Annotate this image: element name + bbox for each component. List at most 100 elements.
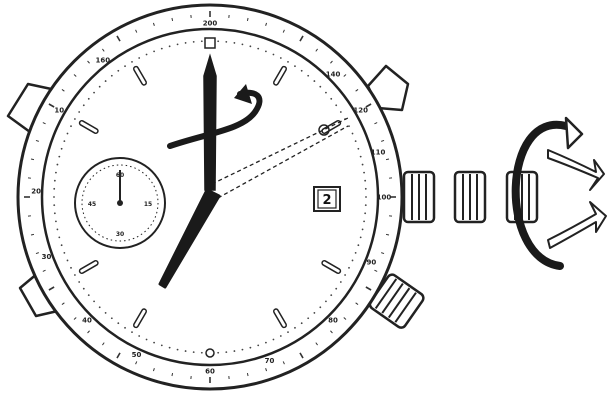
rotate-back-arrow-icon — [548, 202, 606, 248]
crown-position-2[interactable] — [455, 172, 485, 222]
dial-dot — [348, 267, 350, 269]
dial-dot — [301, 70, 303, 72]
dial-dot — [111, 75, 113, 77]
dial-dot — [325, 300, 327, 302]
dial-dot — [161, 48, 163, 50]
bezel-label: 160 — [96, 56, 111, 64]
dial-dot — [280, 57, 282, 59]
date-value: 2 — [322, 193, 331, 208]
dial-dot — [70, 267, 72, 269]
date-window: 2 — [314, 187, 340, 211]
bezel-label: 110 — [371, 148, 386, 156]
dial-dot — [153, 50, 155, 52]
dial-dot — [53, 188, 55, 190]
bezel-label: 100 — [377, 194, 392, 202]
dial-dot — [313, 312, 315, 314]
dial-dot — [177, 44, 179, 46]
dial-dot — [294, 327, 296, 329]
subdial-label-bottom: 30 — [116, 231, 124, 238]
dial-dot — [319, 86, 321, 88]
dial-dot — [234, 42, 236, 44]
bezel-tick — [31, 234, 34, 235]
dial-dot — [273, 54, 275, 56]
dial-dot — [124, 327, 126, 329]
dial-dot — [201, 40, 203, 42]
dial-dot — [193, 351, 195, 353]
dial-dot — [55, 172, 57, 174]
dial-dot — [319, 306, 321, 308]
dial-dot — [352, 260, 354, 262]
dial-dot — [217, 40, 219, 42]
dial-dot — [83, 104, 85, 106]
crown-position-3[interactable] — [507, 172, 537, 222]
dial-dot — [131, 331, 133, 333]
crown-position-1[interactable] — [404, 172, 434, 222]
dial-dot — [301, 322, 303, 324]
bezel-label: 120 — [353, 107, 368, 115]
bezel-label: 140 — [326, 70, 341, 78]
bezel-label: 80 — [328, 317, 338, 325]
dial-dot — [88, 294, 90, 296]
dial-dot — [67, 260, 69, 262]
dial-dot — [53, 196, 55, 198]
dial-dot — [63, 140, 65, 142]
subdial: 60 15 30 45 — [75, 158, 165, 248]
bezel-label: 20 — [31, 187, 41, 195]
dial-dot — [217, 352, 219, 354]
dial-dot — [225, 351, 227, 353]
dial-dot — [363, 221, 365, 223]
dial-dot — [146, 54, 148, 56]
dial-dot — [330, 98, 332, 100]
dial-dot — [169, 45, 171, 47]
dial-dot — [138, 335, 140, 337]
dial-dot — [257, 344, 259, 346]
dial-dot — [54, 212, 56, 214]
bezel-label: 90 — [366, 259, 376, 267]
dial-dot — [335, 288, 337, 290]
dial-dot — [117, 70, 119, 72]
dial-dot — [225, 41, 227, 43]
dial-dot — [348, 125, 350, 127]
dial-dot — [364, 212, 366, 214]
dial-dot — [117, 322, 119, 324]
bezel-label: 60 — [205, 368, 215, 376]
dial-dot — [146, 339, 148, 341]
dial-dot — [265, 50, 267, 52]
dial-dot — [287, 61, 289, 63]
dial-dot — [61, 244, 63, 246]
bezel-tick — [247, 373, 248, 376]
dial-dot — [363, 172, 365, 174]
bezel-label: 200 — [203, 20, 218, 28]
bezel-label: 70 — [265, 357, 275, 365]
dial-dot — [340, 281, 342, 283]
dial-dot — [185, 350, 187, 352]
dial-dot — [355, 140, 357, 142]
dial-dot — [249, 45, 251, 47]
dial-dot — [242, 44, 244, 46]
dial-dot — [93, 300, 95, 302]
bezel-label: 30 — [42, 253, 52, 261]
dial-dot — [70, 125, 72, 127]
dial-dot — [63, 252, 65, 254]
dial-dot — [83, 288, 85, 290]
dial-dot — [99, 306, 101, 308]
dial-dot — [57, 229, 59, 231]
dial-dot — [294, 65, 296, 67]
subdial-label-right: 15 — [144, 201, 152, 208]
dial-dot — [362, 164, 364, 166]
dial-dot — [362, 229, 364, 231]
dial-dot — [124, 65, 126, 67]
dial-dot — [58, 156, 60, 158]
minute-hand — [204, 56, 216, 190]
bezel-tick — [31, 159, 34, 160]
six-marker — [206, 349, 214, 357]
bezel-label: 40 — [82, 317, 92, 325]
dial-dot — [57, 164, 59, 166]
dial-dot — [53, 204, 55, 206]
dial-dot — [234, 350, 236, 352]
dial-dot — [74, 118, 76, 120]
dial-dot — [58, 236, 60, 238]
dial-dot — [201, 352, 203, 354]
dial-dot — [93, 92, 95, 94]
